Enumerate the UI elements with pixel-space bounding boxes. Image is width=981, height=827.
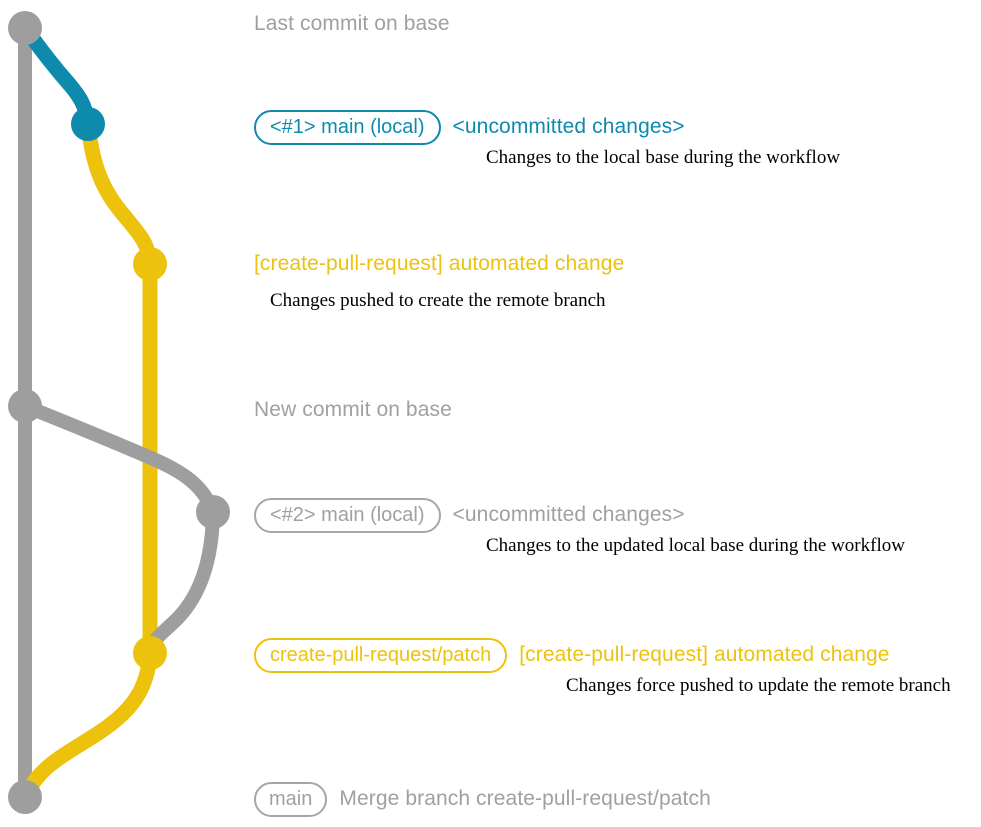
commit-node-last-commit-on-base[interactable]	[8, 11, 42, 45]
commit-node-new-commit-on-base[interactable]	[8, 389, 42, 423]
commit-node-automated-change-1[interactable]	[133, 247, 167, 281]
commit-description-automated-change-2: Changes force pushed to update the remot…	[566, 675, 951, 696]
branch-badge-automated-change-2[interactable]: create-pull-request/patch	[254, 638, 508, 673]
entry-automated-change-1: [create-pull-request] automated change	[254, 252, 624, 276]
commit-node-local-1[interactable]	[71, 107, 105, 141]
commit-description-automated-change-1: Changes pushed to create the remote bran…	[270, 290, 606, 311]
entry-automated-change-2: create-pull-request/patch [create-pull-r…	[254, 638, 890, 673]
updated-local-merge-line	[143, 507, 220, 660]
commit-subject-local-2: <uncommitted changes>	[452, 503, 685, 526]
entry-new-commit-on-base: New commit on base	[254, 398, 452, 422]
commit-graph	[8, 11, 230, 814]
commit-subject-automated-change-2: [create-pull-request] automated change	[519, 643, 890, 666]
branch-badge-local-1[interactable]: <#1> main (local)	[254, 110, 441, 145]
entry-local-1: <#1> main (local) <uncommitted changes>	[254, 110, 685, 145]
branch-badge-merge-commit[interactable]: main	[254, 782, 328, 817]
patch-branch-line-upper	[80, 116, 158, 271]
commit-subject-merge-commit: Merge branch create-pull-request/patch	[339, 787, 711, 810]
entry-merge-commit: main Merge branch create-pull-request/pa…	[254, 782, 711, 817]
commit-subject-new-commit-on-base: New commit on base	[254, 398, 452, 421]
updated-local-branch-line	[18, 399, 220, 519]
patch-merge-line	[17, 645, 158, 805]
commit-description-local-2: Changes to the updated local base during…	[486, 535, 905, 556]
commit-description-local-1: Changes to the local base during the wor…	[486, 147, 841, 168]
commit-subject-last-commit-on-base: Last commit on base	[254, 12, 450, 35]
commit-node-automated-change-2[interactable]	[133, 636, 167, 670]
commit-node-local-2[interactable]	[196, 495, 230, 529]
entry-last-commit-on-base: Last commit on base	[254, 12, 450, 36]
commit-node-merge-commit[interactable]	[8, 780, 42, 814]
branch-badge-local-2[interactable]: <#2> main (local)	[254, 498, 441, 533]
commit-subject-local-1: <uncommitted changes>	[452, 115, 685, 138]
commit-subject-automated-change-1: [create-pull-request] automated change	[254, 252, 625, 275]
entry-local-2: <#2> main (local) <uncommitted changes>	[254, 498, 685, 533]
